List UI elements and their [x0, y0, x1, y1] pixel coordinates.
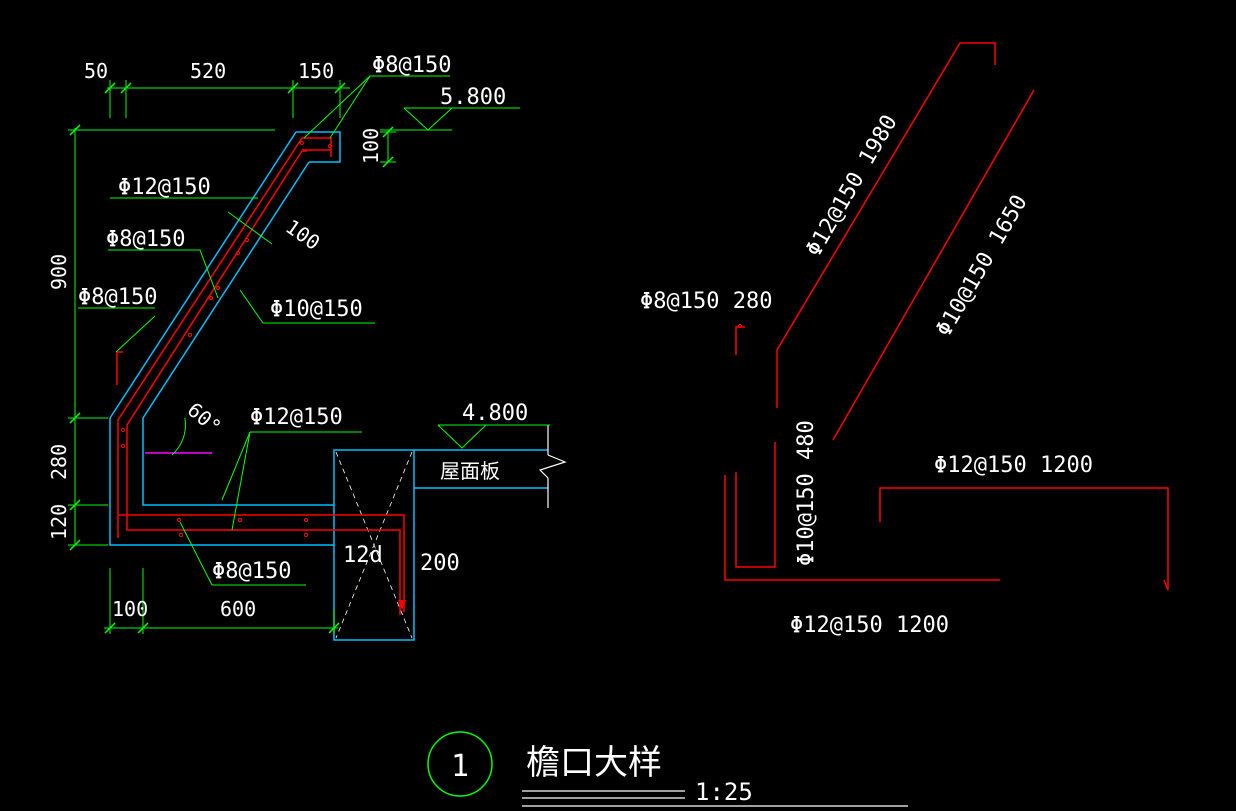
- bar-shape-1200-bottom: [724, 475, 1000, 581]
- dim-top-150: 150: [298, 59, 334, 83]
- rebar-label-bottom-dist: Φ8@150: [212, 559, 291, 584]
- concrete-inner-ledge: [142, 418, 334, 506]
- concrete-left-bottom: [109, 418, 334, 546]
- rebar-left-hook: [116, 351, 123, 385]
- rebar-label-sloped-inner: Φ10@150: [270, 297, 363, 322]
- bar-shape-1650: [832, 89, 1035, 441]
- slab-break-line: [538, 425, 567, 508]
- angle-label: 60°: [183, 397, 226, 439]
- rebar-inner-slope: [126, 150, 401, 615]
- elevation-5800: 5.800: [440, 85, 506, 110]
- dim-top-520: 520: [190, 59, 226, 83]
- beam-dim-label: 200: [420, 551, 460, 576]
- schedule-bar-1980: Φ12@150 1980: [802, 111, 903, 261]
- rebar-label-bottom-top: Φ12@150: [250, 405, 343, 430]
- roof-slab-label: 屋面板: [440, 459, 500, 483]
- bar-shape-280: [735, 326, 745, 355]
- schedule-bar-1200-bottom: Φ12@150 1200: [790, 613, 949, 638]
- bar-shape-1200-top: [879, 487, 1169, 590]
- rebar-label-sloped-top: Φ12@150: [118, 175, 211, 200]
- concrete-top-nib: [296, 131, 341, 163]
- bar-shape-1980: [776, 42, 996, 408]
- dim-left-900: 900: [47, 254, 71, 290]
- dimension-lines: [68, 75, 450, 634]
- dim-top-50: 50: [84, 59, 108, 83]
- detail-number: 1: [451, 749, 469, 784]
- bar-e-arrow: [1163, 579, 1169, 591]
- rebar-label-sloped-dist: Φ8@150: [106, 227, 185, 252]
- dimension-ticks: [69, 82, 394, 634]
- schedule-bar-480: Φ10@150 480: [794, 420, 819, 566]
- bar-shape-480: [735, 442, 776, 568]
- dim-left-280: 280: [47, 444, 71, 480]
- schedule-bar-1650: Φ10@150 1650: [932, 191, 1033, 341]
- elevation-4800: 4.800: [462, 401, 528, 426]
- rebar-label-top-right: Φ8@150: [372, 53, 451, 78]
- rebar-arrow-tip: [398, 600, 406, 610]
- concrete-outline: [109, 131, 548, 641]
- dim-slab-100: 100: [281, 214, 324, 254]
- schedule-bar-1200-top: Φ12@150 1200: [934, 453, 1093, 478]
- elevation-markers: [380, 107, 550, 449]
- detail-title: 檐口大样: [526, 743, 662, 783]
- detail-scale: 1:25: [695, 778, 753, 806]
- rebar-label-left-small: Φ8@150: [78, 285, 157, 310]
- schedule-bar-280: Φ8@150 280: [640, 289, 772, 314]
- dim-right-100: 100: [359, 128, 383, 164]
- beam-hatch: [335, 451, 413, 639]
- detail-number-circle: [427, 731, 493, 797]
- title-underline: [522, 790, 908, 807]
- bar-280-dot: [737, 323, 743, 329]
- concrete-outer-slope: [109, 131, 297, 419]
- dim-left-120: 120: [47, 504, 71, 540]
- dim-bottom-100: 100: [112, 597, 148, 621]
- concrete-beam: [333, 449, 415, 641]
- anchor-label: 12d: [343, 543, 383, 568]
- concrete-inner-slope: [142, 161, 310, 419]
- dim-bottom-600: 600: [220, 597, 256, 621]
- bar-schedule: [724, 42, 1169, 590]
- rebar-dots: [120, 140, 333, 538]
- rebar-bottom-top: [118, 514, 405, 612]
